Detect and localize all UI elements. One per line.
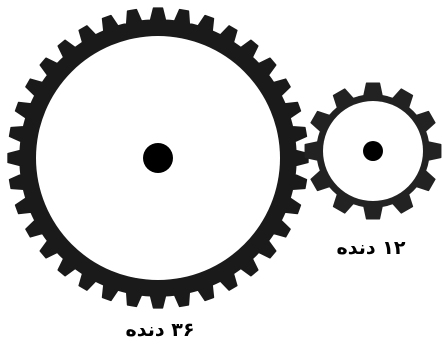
large-gear [8, 8, 308, 308]
large-gear-hub [143, 143, 173, 173]
small-gear-hub [363, 141, 383, 161]
large-gear-label: ۳۶ دنده [112, 321, 208, 340]
small-gear-label: ۱۲ دنده [326, 239, 416, 258]
small-gear [305, 83, 440, 218]
